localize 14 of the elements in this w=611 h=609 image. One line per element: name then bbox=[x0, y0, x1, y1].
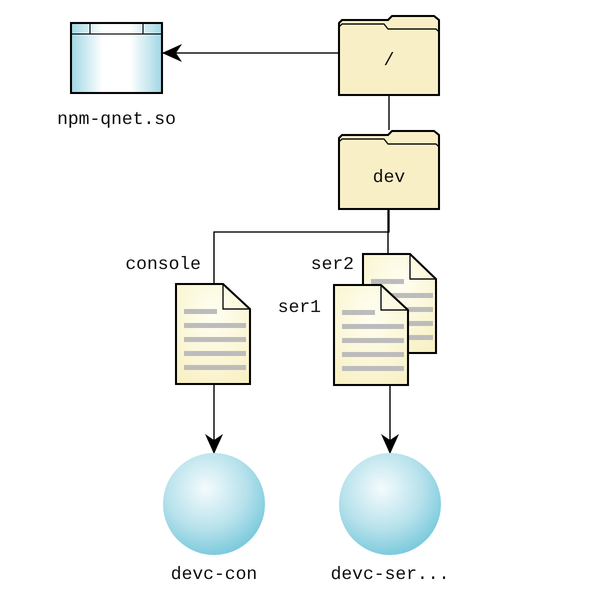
connector bbox=[388, 96, 390, 130]
node-label: devc-ser... bbox=[330, 565, 450, 585]
node-label: dev bbox=[372, 168, 406, 188]
connector bbox=[162, 44, 338, 62]
node-label: devc-con bbox=[170, 565, 258, 585]
node-label: npm-qnet.so bbox=[56, 110, 177, 130]
node-label: ser2 bbox=[310, 255, 354, 275]
node-label: / bbox=[382, 51, 396, 71]
node-label: ser1 bbox=[276, 298, 321, 318]
connector bbox=[387, 210, 389, 253]
node-label: console bbox=[124, 255, 201, 275]
connector bbox=[381, 386, 399, 454]
connector bbox=[213, 210, 390, 283]
connector bbox=[205, 385, 223, 454]
